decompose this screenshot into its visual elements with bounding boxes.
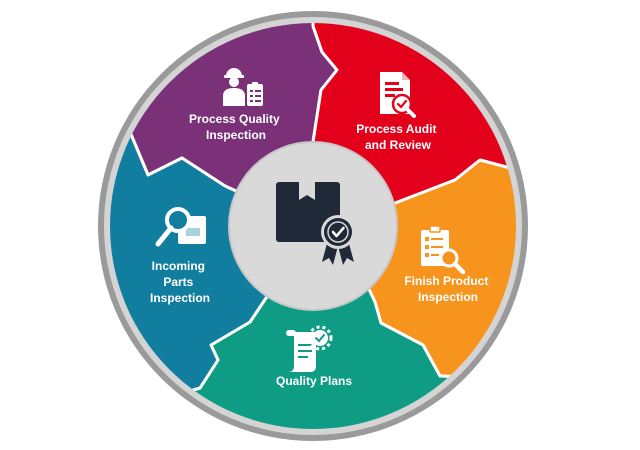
- package-badge-icon: [276, 182, 355, 265]
- worker-clipboard-icon: [223, 68, 263, 106]
- label-finish-product: Finish Product Inspection: [404, 274, 491, 304]
- label-quality-plans: Quality Plans: [276, 374, 352, 388]
- document-check-icon: [380, 72, 416, 118]
- label-process-audit: Process Audit and Review: [356, 122, 440, 152]
- checklist-magnifier-icon: [421, 225, 466, 275]
- scroll-gear-icon: [286, 325, 333, 372]
- label-process-quality: Process Quality Inspection: [189, 112, 283, 142]
- magnifier-box-icon: [155, 207, 206, 247]
- label-incoming-parts: Incoming Parts Inspection: [150, 259, 210, 305]
